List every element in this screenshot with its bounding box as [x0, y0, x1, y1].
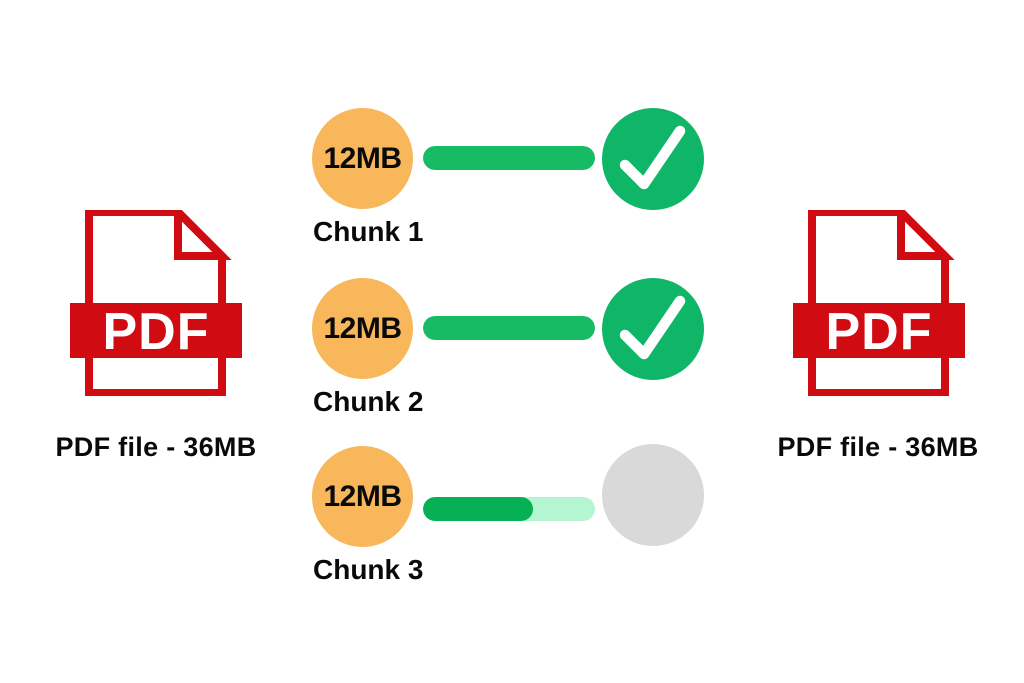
upload-status-indicator [602, 278, 704, 380]
result-pdf-file: PDF PDF file - 36MB [768, 210, 988, 470]
chunk-name-label: Chunk 1 [313, 216, 424, 247]
pdf-file-icon: PDF [793, 210, 965, 396]
pdf-banner-label: PDF [103, 303, 210, 361]
chunk-row: 12MB Chunk 1 [312, 108, 712, 258]
checkmark-icon [619, 295, 686, 360]
upload-progress-bar [423, 316, 595, 340]
pdf-folded-corner [897, 210, 955, 260]
pdf-file-icon: PDF [70, 210, 242, 396]
chunk-name-label: Chunk 3 [313, 554, 424, 585]
source-pdf-file: PDF PDF file - 36MB [46, 210, 266, 470]
upload-status-indicator [602, 108, 704, 210]
upload-progress-fill [423, 146, 595, 170]
chunk-size-label: 12MB [323, 479, 402, 513]
chunk-size-label: 12MB [323, 141, 402, 175]
chunk-row: 12MB Chunk 2 [312, 278, 712, 428]
chunk-size-badge: 12MB [312, 446, 413, 547]
pdf-banner-label: PDF [826, 303, 933, 361]
pdf-banner [793, 303, 965, 358]
pdf-folded-corner [174, 210, 232, 260]
upload-progress-fill [423, 497, 534, 521]
upload-progress-bar [423, 146, 595, 170]
chunk-name-label: Chunk 2 [313, 386, 424, 417]
upload-progress-bar [423, 497, 595, 521]
chunk-size-label: 12MB [323, 311, 402, 345]
chunk-row: 12MB Chunk 3 [312, 444, 712, 596]
upload-progress-fill [423, 316, 595, 340]
checkmark-icon [619, 125, 686, 190]
pdf-banner [70, 303, 242, 358]
chunk-size-badge: 12MB [312, 108, 413, 209]
source-file-caption: PDF file - 36MB [55, 432, 257, 462]
upload-status-indicator [602, 444, 704, 546]
result-file-caption: PDF file - 36MB [777, 432, 979, 462]
chunk-size-badge: 12MB [312, 278, 413, 379]
